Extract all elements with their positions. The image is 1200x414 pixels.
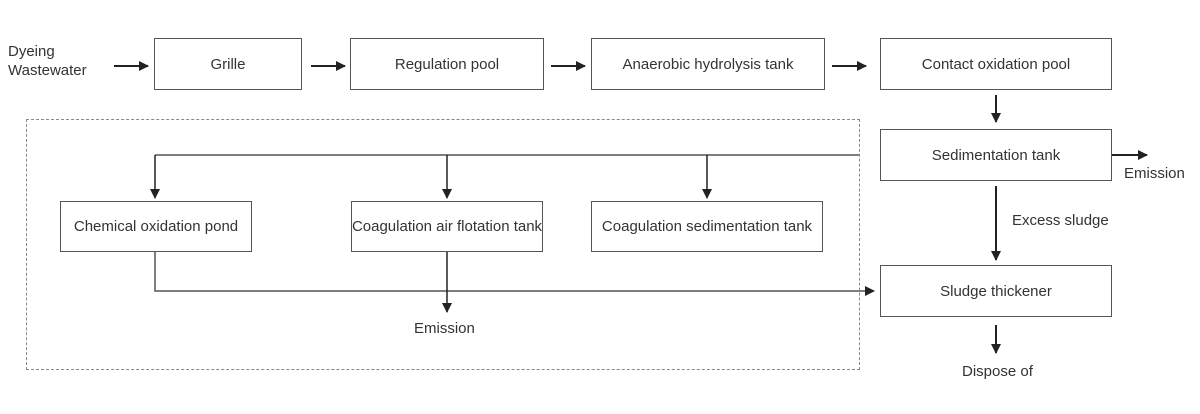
excess-sludge-label: Excess sludge bbox=[1012, 212, 1109, 229]
emission-bottom-label: Emission bbox=[414, 320, 475, 337]
regulation-pool-label: Regulation pool bbox=[394, 55, 500, 73]
chemical-oxidation-pond-box: Chemical oxidation pond bbox=[60, 201, 252, 252]
coagulation-sedimentation-tank-box: Coagulation sedimentation tank bbox=[591, 201, 823, 252]
contact-oxidation-pool-box: Contact oxidation pool bbox=[880, 38, 1112, 90]
chemical-oxidation-pond-label: Chemical oxidation pond bbox=[73, 218, 239, 235]
emission-right-label: Emission bbox=[1124, 165, 1185, 182]
regulation-pool-box: Regulation pool bbox=[350, 38, 544, 90]
anaerobic-hydrolysis-tank-label: Anaerobic hydrolysis tank bbox=[622, 55, 794, 73]
sedimentation-tank-label: Sedimentation tank bbox=[931, 146, 1061, 164]
arrow-chemical-to-thickener bbox=[154, 252, 875, 296]
sedimentation-tank-box: Sedimentation tank bbox=[880, 129, 1112, 181]
advanced-treatment-dashed-region bbox=[26, 119, 860, 370]
source-label: Dyeing Wastewater bbox=[8, 42, 87, 80]
grille-box: Grille bbox=[154, 38, 302, 90]
coagulation-air-flotation-tank-label: Coagulation air flotation tank bbox=[351, 218, 543, 235]
sludge-thickener-box: Sludge thickener bbox=[880, 265, 1112, 317]
source-label-line2: Wastewater bbox=[8, 62, 87, 79]
sludge-thickener-label: Sludge thickener bbox=[940, 282, 1052, 300]
dispose-of-label: Dispose of bbox=[962, 363, 1033, 380]
anaerobic-hydrolysis-tank-box: Anaerobic hydrolysis tank bbox=[591, 38, 825, 90]
coagulation-sedimentation-tank-label: Coagulation sedimentation tank bbox=[601, 218, 813, 235]
contact-oxidation-pool-label: Contact oxidation pool bbox=[921, 55, 1071, 73]
source-label-line1: Dyeing bbox=[8, 43, 55, 60]
grille-label: Grille bbox=[210, 55, 246, 73]
coagulation-air-flotation-tank-box: Coagulation air flotation tank bbox=[351, 201, 543, 252]
